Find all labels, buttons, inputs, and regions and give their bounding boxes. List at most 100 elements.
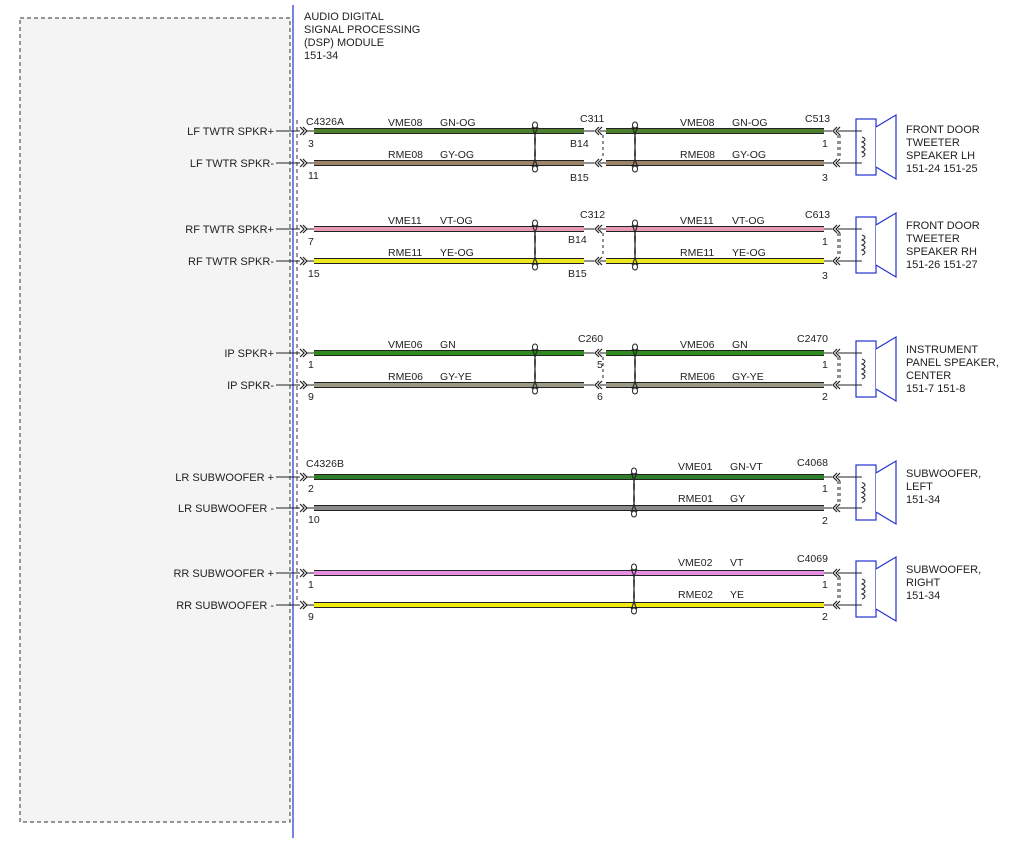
- device-pin-number: 2: [822, 611, 828, 623]
- speaker-label-line: 151-24 151-25: [906, 163, 978, 175]
- twisted-pair-marker: [531, 126, 539, 168]
- pin-label: RR SUBWOOFER +: [173, 568, 274, 580]
- device-pin-number: 2: [822, 391, 828, 403]
- speaker-label-line: FRONT DOOR: [906, 124, 980, 136]
- speaker-label-line: SPEAKER LH: [906, 150, 975, 162]
- device-connector-label: C2470: [797, 333, 828, 345]
- pin-label: LR SUBWOOFER -: [178, 503, 274, 515]
- speaker-label-line: PANEL SPEAKER,: [906, 357, 999, 369]
- device-pin-number: 2: [822, 515, 828, 527]
- circuit-label: RME11: [680, 247, 714, 259]
- circuit-label: VME01: [678, 461, 713, 473]
- twisted-pair-marker: [631, 126, 639, 168]
- device-connector-label: C513: [805, 113, 830, 125]
- pin-label: RR SUBWOOFER -: [176, 600, 274, 612]
- dsp-module-box: [19, 17, 291, 823]
- circuit-label: VME08: [680, 117, 715, 129]
- circuit-label: RME08: [388, 149, 423, 161]
- speaker-label-line: TWEETER: [906, 233, 960, 245]
- circuit-label: RME06: [680, 371, 715, 383]
- twisted-pair-end: [532, 165, 538, 173]
- module-connector-arrow: [299, 380, 308, 390]
- module-connector-arrow: [299, 256, 308, 266]
- circuit-label: VME02: [678, 557, 713, 569]
- twisted-pair-marker: [631, 224, 639, 266]
- color-code-label: GN-OG: [732, 117, 768, 129]
- module-pin-number: 2: [308, 483, 314, 495]
- twisted-pair-end: [532, 343, 538, 351]
- module-pin-number: 9: [308, 391, 314, 403]
- color-code-label: YE: [730, 589, 744, 601]
- twisted-pair-marker: [630, 568, 638, 610]
- speaker-label-line: 151-34: [906, 494, 940, 506]
- inline-pin-label: B15: [570, 172, 589, 184]
- device-connector-label: C4068: [797, 457, 828, 469]
- speaker-cone: [875, 211, 897, 279]
- color-code-label: GN: [440, 339, 456, 351]
- speaker-label-line: 151-7 151-8: [906, 383, 965, 395]
- inline-connector-label: C260: [578, 333, 603, 345]
- color-code-label: GY-OG: [732, 149, 766, 161]
- module-connector-arrow: [299, 503, 308, 513]
- circuit-label: VME06: [680, 339, 715, 351]
- pin-label: LF TWTR SPKR+: [187, 126, 274, 138]
- device-connector-arrow: [832, 380, 841, 390]
- pin-label: RF TWTR SPKR+: [185, 224, 274, 236]
- inline-connector-arrow: [594, 380, 603, 390]
- inline-connector-arrow: [594, 126, 603, 136]
- color-code-label: VT-OG: [440, 215, 473, 227]
- circuit-label: RME11: [388, 247, 422, 259]
- module-title-line-1: AUDIO DIGITAL: [304, 11, 384, 23]
- speaker-label-line: CENTER: [906, 370, 951, 382]
- twisted-pair-end: [631, 607, 637, 615]
- device-connector-arrow: [832, 348, 841, 358]
- inline-pin-label: B14: [570, 138, 589, 150]
- inline-pin-label: B15: [568, 268, 587, 280]
- speaker-label-line: SUBWOOFER,: [906, 468, 981, 480]
- device-connector-arrow: [832, 158, 841, 168]
- inline-pin-label: B14: [568, 234, 587, 246]
- twisted-pair-marker: [630, 472, 638, 513]
- device-pin-number: 1: [822, 483, 828, 495]
- pin-label: LF TWTR SPKR-: [190, 158, 274, 170]
- speaker-cone: [875, 113, 897, 181]
- inline-connector-arrow: [594, 256, 603, 266]
- device-pin-number: 3: [822, 172, 828, 184]
- inline-connector-arrow: [594, 348, 603, 358]
- speaker-label-line: FRONT DOOR: [906, 220, 980, 232]
- speaker-body: [855, 464, 877, 521]
- module-connector-arrow: [299, 158, 308, 168]
- module-title-line-3: (DSP) MODULE: [304, 37, 384, 49]
- circuit-label: RME01: [678, 493, 713, 505]
- color-code-label: GN: [732, 339, 748, 351]
- module-connector-b: C4326B: [306, 458, 344, 470]
- device-connector-label: C4069: [797, 553, 828, 565]
- module-pin-number: 1: [308, 359, 314, 371]
- twisted-pair-end: [532, 219, 538, 227]
- circuit-label: RME02: [678, 589, 713, 601]
- color-code-label: GY-YE: [440, 371, 472, 383]
- twisted-pair-marker: [531, 348, 539, 390]
- device-connector-arrow: [832, 568, 841, 578]
- module-connector-arrow: [299, 224, 308, 234]
- wires-layer: [276, 128, 848, 608]
- inline-connector-label: C311: [580, 113, 604, 125]
- twisted-pair-end: [532, 121, 538, 129]
- color-code-label: GY-YE: [732, 371, 764, 383]
- speaker-label-line: LEFT: [906, 481, 933, 493]
- speaker-body: [855, 118, 877, 176]
- device-connector-arrow: [832, 503, 841, 513]
- inline-connector-label: C312: [580, 209, 605, 221]
- pin-label: IP SPKR-: [227, 380, 274, 392]
- device-pin-number: 1: [822, 236, 828, 248]
- device-pin-number: 1: [822, 359, 828, 371]
- module-connector-a: C4326A: [306, 116, 344, 128]
- speaker-cone: [875, 459, 897, 526]
- speaker-label-line: TWEETER: [906, 137, 960, 149]
- module-connector-arrow: [299, 472, 308, 482]
- speaker-coil: [860, 136, 866, 158]
- module-pin-number: 3: [308, 138, 314, 150]
- device-pin-number: 1: [822, 138, 828, 150]
- device-connector-arrow: [832, 256, 841, 266]
